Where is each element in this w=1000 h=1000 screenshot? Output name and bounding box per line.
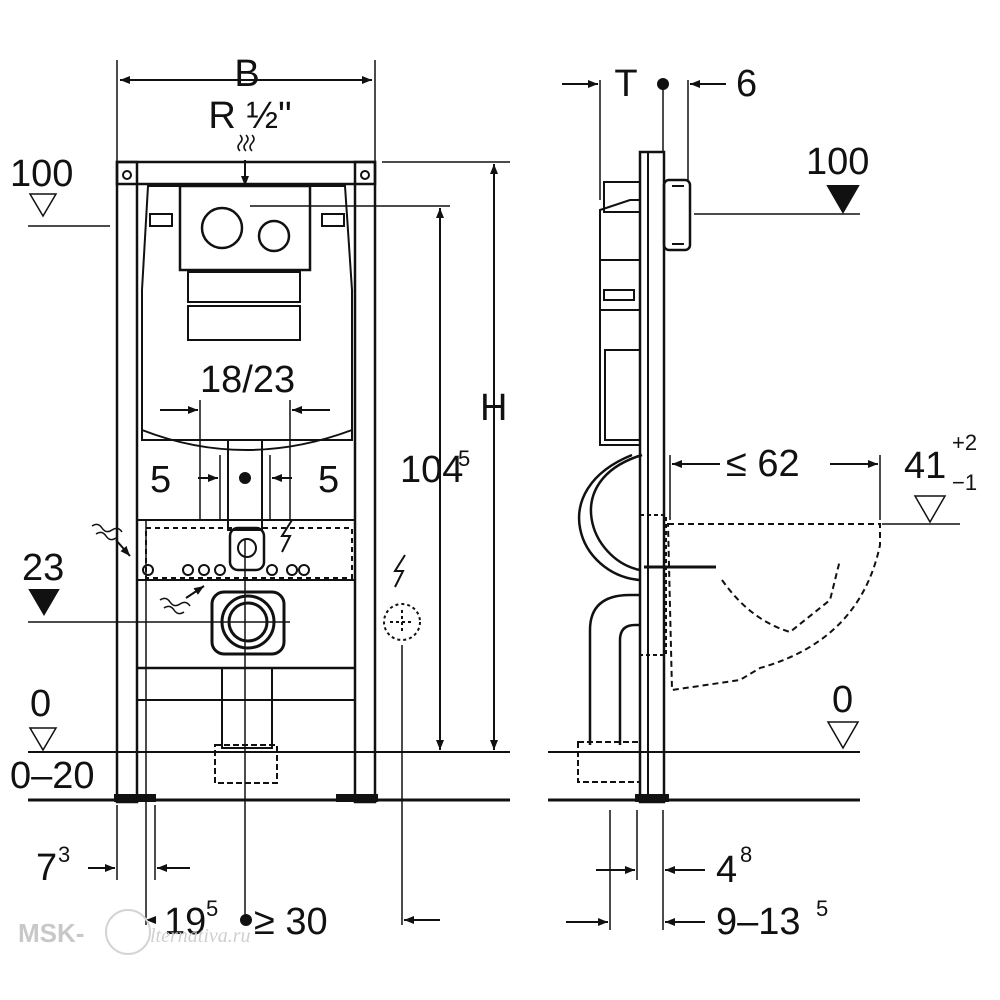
label-bowl-tol-plus: +2 (952, 430, 977, 455)
label-side-level-0: 0 (832, 679, 853, 721)
label-bowl-height: 41 (904, 445, 946, 487)
side-level-0-marker (826, 721, 860, 750)
label-depth-6: 6 (736, 63, 757, 105)
label-leg-width-sup: 8 (740, 842, 752, 867)
label-depth-range: 9–13 (716, 901, 801, 943)
watermark-logo-icon (105, 909, 151, 955)
flush-button-large (200, 206, 244, 250)
label-level-100: 100 (10, 153, 73, 195)
fixing-points (142, 564, 310, 576)
lightning-icon-ext (393, 554, 406, 588)
label-height-104: 104 (400, 449, 463, 491)
label-leg-width: 4 (716, 849, 737, 891)
drain-wave-icon (159, 597, 191, 615)
label-foot-offset-sup: 5 (206, 896, 218, 921)
frame-post (635, 150, 669, 804)
drain-bend-pipe (588, 593, 640, 745)
level-23-marker (28, 589, 60, 616)
label-offset-right: 5 (318, 459, 339, 501)
side-view (548, 78, 960, 930)
drain-socket (214, 744, 278, 784)
labels: B R ½" 100 18/23 5 5 23 0 0–20 H 104 5 7… (10, 53, 977, 955)
flush-bend-pipe (577, 453, 643, 582)
label-level-0: 0 (30, 683, 51, 725)
side-level-100-marker (826, 185, 860, 215)
bowl-height-marker (913, 495, 947, 524)
level-100-marker (28, 193, 58, 218)
label-height-104-sup: 5 (458, 446, 470, 471)
electrical-box (383, 603, 421, 925)
water-connection (228, 526, 266, 572)
label-side-level-100: 100 (806, 141, 869, 183)
label-min-clearance: ≥ 30 (254, 901, 328, 943)
watermark-brand: MSK- (18, 918, 84, 948)
water-supply-icon (91, 523, 123, 541)
label-spacing-18-23: 18/23 (200, 359, 295, 401)
label-foot-width-sup: 3 (58, 842, 70, 867)
cistern-side (599, 181, 641, 446)
watermark-script: lternativa.ru (150, 925, 251, 947)
label-height-h: H (480, 387, 507, 429)
water-wave-icon (237, 134, 255, 152)
label-width-b: B (234, 53, 259, 95)
cistern (141, 184, 353, 451)
drain-pipe (221, 667, 273, 749)
label-bowl-tol-minus: −1 (952, 470, 977, 495)
front-view (28, 60, 510, 926)
wc-bowl (666, 523, 881, 692)
level-0-marker (28, 727, 58, 752)
wall-flange (662, 178, 692, 252)
label-foot-width: 7 (36, 847, 57, 889)
drain-connection (210, 590, 286, 656)
label-bowl-projection: ≤ 62 (726, 443, 800, 485)
flush-button-small (257, 219, 291, 253)
label-depth-t: T (614, 63, 637, 105)
label-pipe-size: R ½" (208, 95, 291, 137)
label-depth-range-sup: 5 (816, 896, 828, 921)
label-level-23: 23 (22, 547, 64, 589)
label-floor-range: 0–20 (10, 755, 95, 797)
lightning-icon (280, 519, 293, 553)
label-offset-left: 5 (150, 459, 171, 501)
flush-pipe (227, 439, 263, 531)
label-foot-offset: 19 (164, 901, 206, 943)
